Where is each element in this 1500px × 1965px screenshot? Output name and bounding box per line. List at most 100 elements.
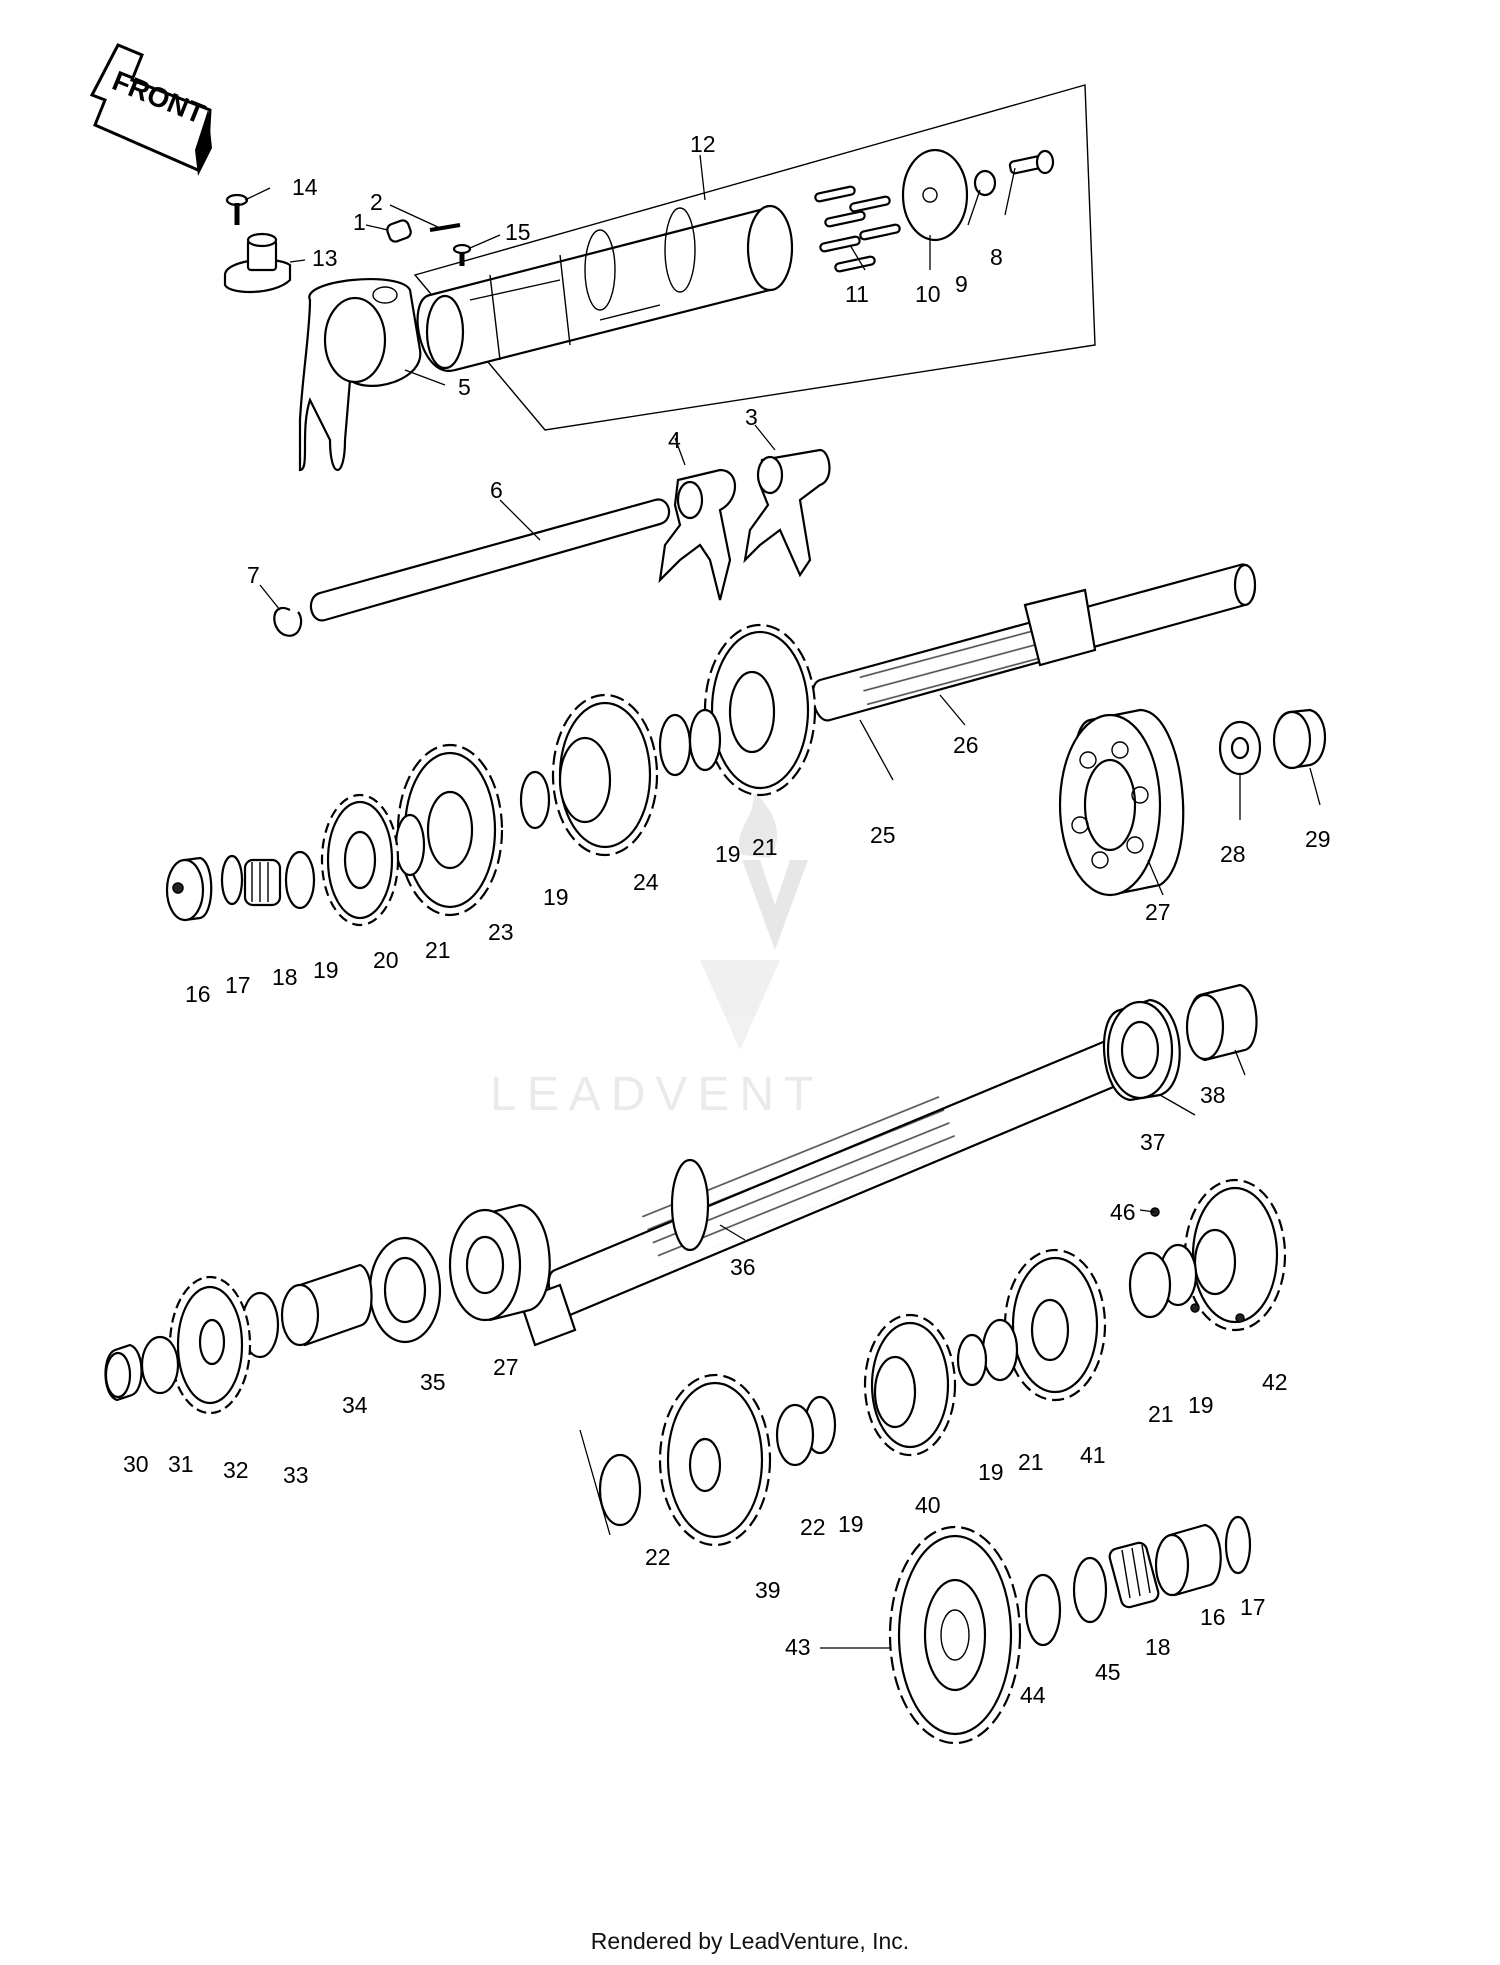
callout-22-far: 22 — [645, 1544, 671, 1570]
collar-38 — [1185, 983, 1258, 1062]
leader-lines — [244, 154, 1321, 1536]
oil-seal-35 — [368, 1236, 442, 1344]
gear-40 — [863, 1313, 957, 1457]
callout-17-lower: 17 — [1240, 1594, 1266, 1620]
callout-35: 35 — [420, 1369, 446, 1395]
drum-pins — [814, 185, 901, 273]
callout-39: 39 — [755, 1577, 781, 1603]
bolt-8 — [1008, 149, 1055, 175]
callout-19-lower: 19 — [838, 1511, 864, 1537]
pin-plate — [901, 148, 969, 242]
needle-bearing-18-lower — [1108, 1541, 1160, 1609]
collar-34 — [280, 1263, 373, 1347]
ring-19-upper-right — [658, 713, 692, 777]
ring-17-upper — [220, 854, 244, 906]
washer-22-far — [598, 1453, 642, 1527]
screw-15 — [452, 243, 472, 266]
washer-28 — [1218, 720, 1262, 776]
callout-41: 41 — [1080, 1442, 1106, 1468]
gear-25 — [703, 623, 817, 797]
callout-46: 46 — [1110, 1199, 1136, 1225]
circlip-7 — [273, 606, 303, 637]
callout-24: 24 — [633, 869, 659, 895]
shift-drum-group-box — [413, 84, 1096, 431]
callout-33: 33 — [283, 1462, 309, 1488]
callout-19-mid-lower: 19 — [978, 1459, 1004, 1485]
callout-21-left: 21 — [425, 937, 451, 963]
washer-31 — [140, 1335, 180, 1395]
callout-32: 32 — [223, 1457, 249, 1483]
callout-19-mid: 19 — [543, 884, 569, 910]
callout-26: 26 — [953, 732, 979, 758]
shift-drum — [416, 204, 794, 372]
callout-10: 10 — [915, 281, 941, 307]
callout-28: 28 — [1220, 841, 1246, 867]
callout-19-left: 19 — [313, 957, 339, 983]
stopper-13 — [223, 232, 292, 294]
callout-18-lower: 18 — [1145, 1634, 1171, 1660]
callout-11: 11 — [845, 281, 869, 307]
front-arrow: FRONT — [89, 43, 212, 176]
callout-43: 43 — [785, 1634, 811, 1660]
callout-30: 30 — [123, 1451, 149, 1477]
callout-27-lower: 27 — [493, 1354, 519, 1380]
watermark-text: LEADVENT — [490, 1068, 823, 1121]
shift-fork-5 — [298, 277, 422, 472]
washer-9 — [973, 169, 997, 197]
gear-39 — [658, 1373, 772, 1547]
shift-fork-4 — [658, 468, 736, 601]
callout-34: 34 — [342, 1392, 368, 1418]
callout-21-right: 21 — [1148, 1401, 1174, 1427]
ring-19-lower-left — [284, 850, 316, 910]
callout-37: 37 — [1140, 1129, 1166, 1155]
bearing-37 — [1102, 998, 1181, 1102]
drive-shaft-26 — [811, 563, 1257, 722]
callout-12: 12 — [690, 131, 716, 157]
callout-19-right: 19 — [1188, 1392, 1214, 1418]
callout-21-mid: 21 — [1018, 1449, 1044, 1475]
callout-4: 4 — [668, 427, 681, 453]
callout-27-upper: 27 — [1145, 899, 1171, 925]
callout-8: 8 — [990, 244, 1003, 270]
footer-credit: Rendered by LeadVenture, Inc. — [590, 1928, 910, 1954]
washer-21-mid — [981, 1318, 1019, 1382]
bearing-27-lower — [448, 1203, 551, 1322]
gear-42 — [1183, 1178, 1287, 1332]
callout-5: 5 — [458, 374, 471, 400]
ring-19-upper-mid — [519, 770, 551, 830]
callout-25: 25 — [870, 822, 896, 848]
pin-2 — [429, 223, 461, 232]
callout-7: 7 — [247, 562, 260, 588]
callout-17-upper: 17 — [225, 972, 251, 998]
gear-20 — [320, 793, 400, 927]
gear-24 — [551, 693, 659, 857]
callout-40: 40 — [915, 1492, 941, 1518]
needle-bearing-18-upper — [243, 858, 282, 907]
callout-21-upper: 21 — [752, 834, 778, 860]
callout-44: 44 — [1020, 1682, 1046, 1708]
bearing-27-upper — [1058, 708, 1185, 897]
callout-22-left: 22 — [800, 1514, 826, 1540]
callout-31: 31 — [168, 1451, 194, 1477]
callout-36: 36 — [730, 1254, 756, 1280]
callout-20: 20 — [373, 947, 399, 973]
collar-29 — [1272, 708, 1327, 770]
callout-15: 15 — [505, 219, 531, 245]
ring-45 — [1072, 1556, 1108, 1624]
gear-43 — [888, 1525, 1022, 1745]
callout-3: 3 — [745, 404, 758, 430]
callout-9: 9 — [955, 271, 968, 297]
shift-fork-3 — [743, 448, 831, 578]
washer-22-left — [775, 1403, 815, 1467]
washer-44 — [1024, 1573, 1062, 1647]
collar-16-lower — [1154, 1523, 1222, 1597]
pin-1 — [386, 219, 412, 243]
callout-16-upper: 16 — [185, 981, 211, 1007]
gear-23 — [396, 743, 504, 917]
callout-2: 2 — [370, 189, 383, 215]
callout-18-upper: 18 — [272, 964, 298, 990]
callout-45: 45 — [1095, 1659, 1121, 1685]
callout-labels: 12 14 2 1 15 13 5 11 10 9 8 4 3 6 7 26 2… — [123, 131, 1331, 1708]
watermark-logo — [700, 790, 808, 1050]
